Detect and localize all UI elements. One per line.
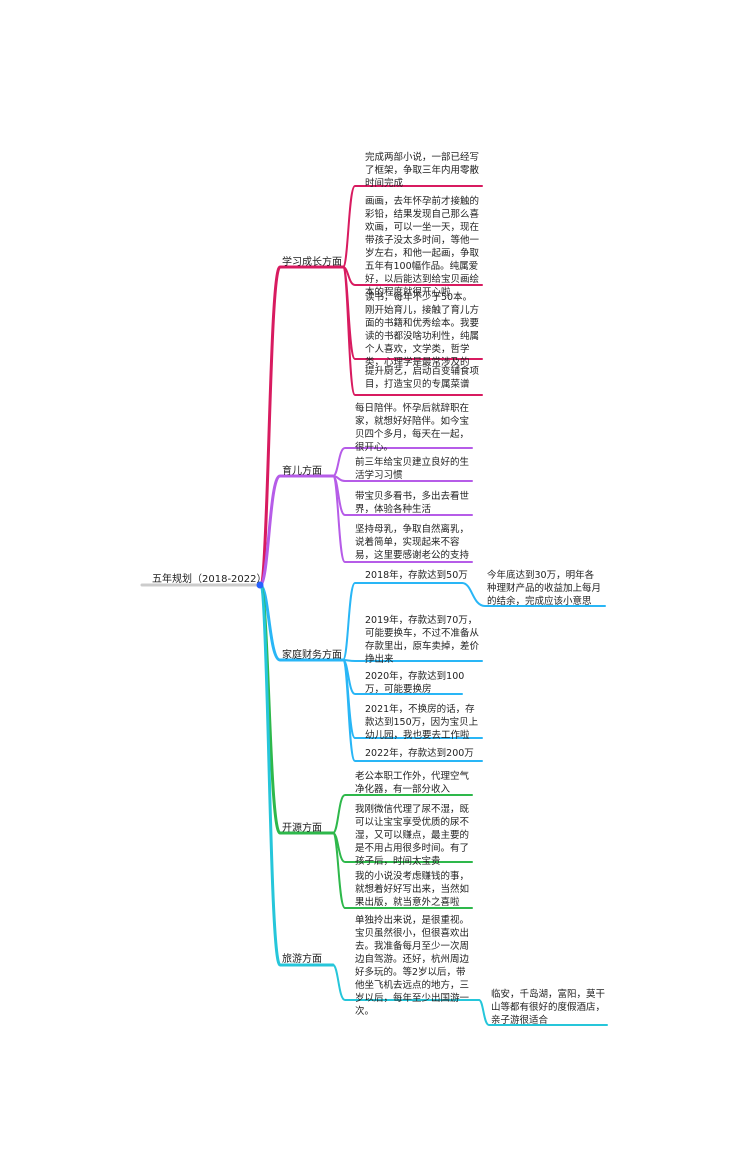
link-root-travel xyxy=(258,583,335,967)
root-node[interactable]: 五年规划（2018-2022） xyxy=(152,570,267,585)
travel-node-plan[interactable]: 单独拎出来说，是很重视。 宝贝虽然很小，但很喜欢出 去。我准备每月至少一次周 边… xyxy=(355,915,470,1017)
link-finance-2018-detail xyxy=(461,582,606,607)
link-travel-destinations xyxy=(478,999,608,1026)
parenting-node-companionship[interactable]: 每日陪伴。怀孕后就辞职在 家，就想好好陪伴。如今宝 贝四个多月，每天在一起， 很… xyxy=(355,403,470,453)
study-node-reading[interactable]: 读书，每年不少于50本。 刚开始育儿，接触了育儿方 面的书籍和优秀绘本。我要 读… xyxy=(365,292,480,368)
branch-travel-label: 旅游方面 xyxy=(282,954,322,965)
finance-node-2018-detail[interactable]: 今年底达到30万，明年各 种理财产品的收益加上每月 的结余，完成应该小意思 xyxy=(487,570,602,607)
link-parenting-0 xyxy=(332,447,473,477)
parenting-node-breastfeeding[interactable]: 坚持母乳，争取自然离乳， 说着简单，实现起来不容 易，这里要感谢老公的支持 xyxy=(355,524,470,561)
branch-travel[interactable]: 旅游方面 xyxy=(282,950,322,965)
branch-study[interactable]: 学习成长方面 xyxy=(282,253,342,268)
link-income-2 xyxy=(332,832,473,909)
study-node-cooking[interactable]: 提升厨艺，启动百变辅食项 目，打造宝贝的专属菜谱 xyxy=(365,366,480,390)
finance-node-2020[interactable]: 2020年，存款达到100 万，可能要换房 xyxy=(365,671,465,695)
link-finance-4 xyxy=(342,659,483,762)
income-node-novel[interactable]: 我的小说没考虑赚钱的事， 就想着好好写出来，当然如 果出版，就当意外之喜啦 xyxy=(355,871,470,908)
link-root-study xyxy=(258,265,345,587)
branch-parenting[interactable]: 育儿方面 xyxy=(282,462,322,477)
income-node-husband[interactable]: 老公本职工作外，代理空气 净化器，有一部分收入 xyxy=(355,771,470,795)
root-connector-dot xyxy=(256,581,264,589)
branch-income[interactable]: 开源方面 xyxy=(282,819,322,834)
root-label: 五年规划（2018-2022） xyxy=(152,574,267,585)
link-income-0 xyxy=(332,794,473,834)
link-study-3 xyxy=(342,266,483,396)
branch-parenting-label: 育儿方面 xyxy=(282,466,322,477)
branch-income-label: 开源方面 xyxy=(282,823,322,834)
branch-finance-label: 家庭财务方面 xyxy=(282,650,342,661)
link-study-0 xyxy=(342,185,483,268)
finance-node-2021[interactable]: 2021年，不换房的话，存 款达到150万，因为宝贝上 幼儿园，我也要去工作啦 xyxy=(365,704,479,741)
parenting-node-habits[interactable]: 前三年给宝贝建立良好的生 活学习习惯 xyxy=(355,457,470,481)
finance-node-2019[interactable]: 2019年，存款达到70万， 可能要换车，不过不准备从 存款里出，原车卖掉，差价… xyxy=(365,615,480,665)
travel-node-destinations[interactable]: 临安，千岛湖，富阳，莫干 山等都有很好的度假酒店， 亲子游很适合 xyxy=(491,989,606,1026)
branch-finance[interactable]: 家庭财务方面 xyxy=(282,646,342,661)
branch-study-label: 学习成长方面 xyxy=(282,257,342,268)
income-node-diapers[interactable]: 我刚微信代理了尿不湿，既 可以让宝宝享受优质的尿不 湿，又可以赚点，最主要的 是… xyxy=(355,804,470,867)
link-parenting-3 xyxy=(332,475,473,563)
study-node-drawing[interactable]: 画画，去年怀孕前才接触的 彩铅，结果发现自己那么喜 欢画，可以一坐一天，现在 带… xyxy=(365,196,480,298)
parenting-node-reading-world[interactable]: 带宝贝多看书，多出去看世 界，体验各种生活 xyxy=(355,491,470,515)
finance-node-2018[interactable]: 2018年，存款达到50万 xyxy=(365,570,468,581)
link-root-parenting xyxy=(258,474,335,587)
link-travel-0 xyxy=(332,964,480,1001)
finance-node-2022[interactable]: 2022年，存款达到200万 xyxy=(365,748,474,759)
link-finance-0 xyxy=(342,582,463,661)
study-node-novel[interactable]: 完成两部小说，一部已经写 了框架，争取三年内用零散 时间完成 xyxy=(365,152,480,189)
